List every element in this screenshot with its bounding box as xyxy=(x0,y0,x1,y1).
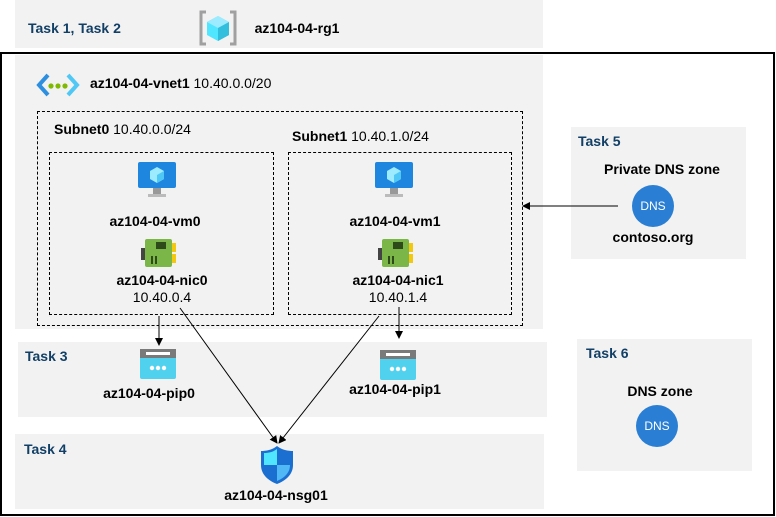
nic0-ip: 10.40.0.4 xyxy=(132,289,192,305)
dns-zone-icon: DNS xyxy=(636,405,678,447)
resource-group-icon xyxy=(199,10,237,46)
nic0-to-nsg-arrow xyxy=(179,307,278,444)
nic1-icon xyxy=(378,239,413,267)
pip0-name: az104-04-pip0 xyxy=(103,385,195,401)
pip1-name: az104-04-pip1 xyxy=(349,381,441,397)
vnet-name: az104-04-vnet1 xyxy=(90,75,190,91)
nsg-shield-icon xyxy=(261,446,293,484)
vm1-icon xyxy=(375,162,413,197)
task-label-4: Task 4 xyxy=(24,441,67,457)
private-dns-title: Private DNS zone xyxy=(604,161,720,177)
task-label-5: Task 5 xyxy=(578,133,621,149)
nic1-name: az104-04-nic1 xyxy=(352,272,444,288)
pip0-icon xyxy=(140,349,176,379)
vnet-panel xyxy=(15,55,543,329)
nic1-to-nsg-arrow xyxy=(278,315,380,444)
subnet0-box xyxy=(49,152,274,315)
nic0-name: az104-04-nic0 xyxy=(116,272,208,288)
pip1-icon xyxy=(380,350,416,380)
resource-group-name: az104-04-rg1 xyxy=(254,20,340,36)
vm0-name: az104-04-vm0 xyxy=(109,213,201,229)
subnet1-name: Subnet1 xyxy=(292,128,348,144)
subnet1-cidr: 10.40.1.0/24 xyxy=(351,128,429,144)
task-label-1-2: Task 1, Task 2 xyxy=(28,20,121,36)
vm1-name: az104-04-vm1 xyxy=(349,213,441,229)
subnet1-box xyxy=(288,152,512,315)
nic0-icon xyxy=(141,239,176,267)
vnet-title: az104-04-vnet1 10.40.0.0/20 xyxy=(90,75,271,91)
private-dns-zone-name: contoso.org xyxy=(612,229,694,245)
subnets-boundary xyxy=(37,111,523,326)
subnet1-title: Subnet1 10.40.1.0/24 xyxy=(292,128,429,144)
task3-panel xyxy=(18,342,547,417)
dns-zone-title: DNS zone xyxy=(627,383,693,399)
private-dns-icon: DNS xyxy=(632,185,674,227)
task6-panel xyxy=(577,339,752,471)
vm0-icon xyxy=(138,162,176,197)
nic1-ip: 10.40.1.4 xyxy=(368,289,428,305)
virtual-network-icon xyxy=(36,73,80,97)
vnet-cidr: 10.40.0.0/20 xyxy=(193,75,272,91)
outer-boundary xyxy=(0,52,775,516)
task-label-3: Task 3 xyxy=(25,348,68,364)
subnet0-cidr: 10.40.0.0/24 xyxy=(113,121,191,137)
subnet0-title: Subnet0 10.40.0.0/24 xyxy=(54,121,191,137)
resource-group-panel xyxy=(15,0,543,48)
task-label-6: Task 6 xyxy=(586,345,629,361)
nsg-name: az104-04-nsg01 xyxy=(224,487,328,503)
subnet0-name: Subnet0 xyxy=(54,121,110,137)
